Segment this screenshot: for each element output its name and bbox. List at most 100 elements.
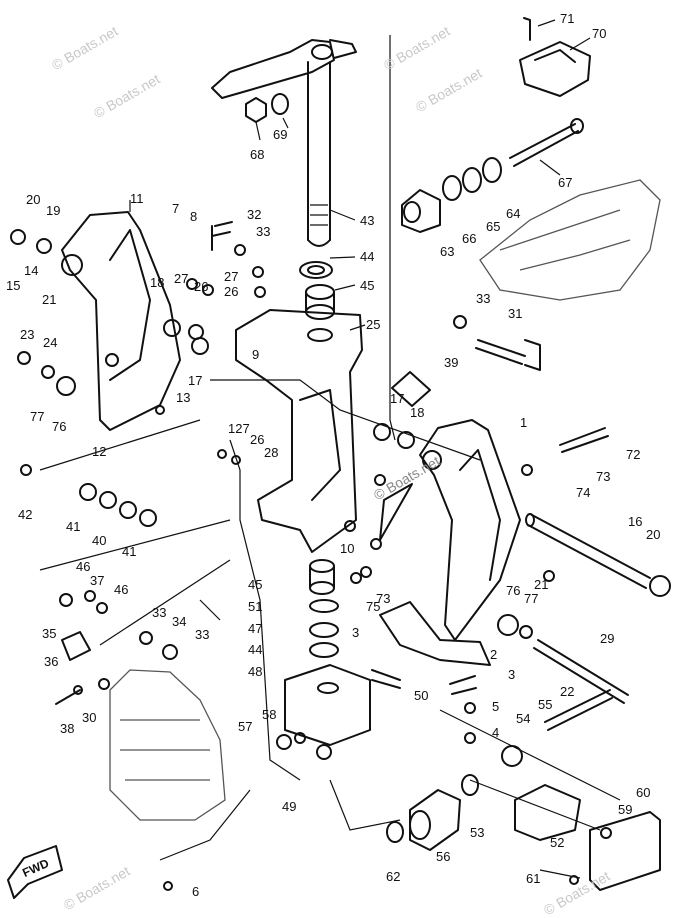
part-label-37: 46	[76, 559, 91, 574]
part-label-33: 33	[256, 224, 271, 239]
part-label-44b: 44	[248, 642, 263, 657]
part-label-21b: 21	[534, 577, 549, 592]
part-label-31: 31	[508, 306, 523, 321]
part-label-67: 67	[558, 175, 573, 190]
part-label-34: 35	[42, 626, 57, 641]
part-label-27b: 27	[224, 269, 239, 284]
clamp-bracket-left	[61, 211, 181, 431]
part-label-44: 44	[360, 249, 375, 264]
part-label-66: 66	[462, 231, 477, 246]
part-label-48: 48	[248, 664, 263, 679]
part-label-20: 20	[26, 192, 41, 207]
part-label-41b: 41	[122, 544, 137, 559]
part-label-39: 39	[444, 355, 459, 370]
part-label-70: 70	[592, 26, 607, 41]
washer-44	[299, 261, 333, 279]
part-label-33d: 33	[195, 627, 210, 642]
part-label-72: 72	[626, 447, 641, 462]
washer-69	[271, 93, 289, 115]
part-label-58: 58	[262, 707, 277, 722]
part-label-14: 14	[24, 263, 39, 278]
part-label-42: 42	[18, 507, 33, 522]
part-label-23: 23	[20, 327, 35, 342]
part-label-27: 27	[174, 271, 189, 286]
part-label-74: 74	[576, 485, 591, 500]
part-label-26b: 26	[224, 284, 239, 299]
part-label-2: 2	[490, 647, 498, 662]
part-label-60: 59	[618, 802, 633, 817]
part-label-65: 65	[486, 219, 501, 234]
part-label-32: 32	[247, 207, 262, 222]
steering-shaft	[307, 61, 331, 247]
washer-44-lower	[309, 642, 339, 658]
part-label-76: 76	[52, 419, 67, 434]
washer-47	[309, 622, 339, 638]
part-label-5: 5	[492, 699, 500, 714]
part-label-69: 69	[273, 127, 288, 142]
small-parts	[10, 229, 612, 891]
part-label-9: 9	[252, 347, 260, 362]
part-label-26: 26	[194, 279, 209, 294]
nut-68	[245, 97, 267, 123]
part-label-20b: 20	[646, 527, 661, 542]
part-label-57: 57	[238, 719, 253, 734]
part-label-17: 17	[188, 373, 203, 388]
part-label-51: 56	[436, 849, 451, 864]
part-label-29: 30	[82, 710, 97, 725]
mount-70	[519, 41, 591, 97]
washer-64	[482, 157, 502, 183]
part-label-17b: 17	[390, 391, 405, 406]
part-label-16: 16	[628, 514, 643, 529]
part-label-40: 40	[92, 533, 107, 548]
part-label-6: 6	[192, 884, 200, 899]
part-label-3b: 3	[508, 667, 516, 682]
part-label-53: 54	[516, 711, 531, 726]
part-label-61: 60	[636, 785, 651, 800]
part-label-15: 15	[6, 278, 21, 293]
part-label-63: 63	[440, 244, 455, 259]
part-label-36: 34	[172, 614, 187, 629]
part-label-77b: 77	[524, 591, 539, 606]
part-label-77: 77	[30, 409, 45, 424]
part-label-3: 3	[352, 625, 360, 640]
part-label-64: 64	[506, 206, 521, 221]
part-label-73b: 73	[376, 591, 391, 606]
part-label-76b: 76	[506, 583, 521, 598]
part-label-71: 71	[560, 11, 575, 26]
part-label-35: 37	[90, 573, 105, 588]
part-label-4: 4	[492, 725, 500, 740]
part-label-47: 47	[248, 621, 263, 636]
part-label-68: 68	[250, 147, 265, 162]
part-label-52: 53	[470, 825, 485, 840]
part-label-25: 25	[366, 317, 381, 332]
pins-and-bolts	[55, 221, 613, 731]
washer-52	[461, 774, 479, 796]
part-label-46: 51	[248, 599, 263, 614]
part-label-56: 62	[386, 869, 401, 884]
part-label-7: 7	[172, 201, 180, 216]
part-label-21: 21	[42, 292, 57, 307]
bolt-71	[523, 17, 531, 41]
part-label-18: 18	[150, 275, 165, 290]
lower-mount-48	[284, 664, 371, 746]
fwd-arrow	[7, 845, 63, 899]
part-label-62: 61	[526, 871, 541, 886]
mount-51	[409, 789, 461, 851]
tilt-tube	[525, 513, 651, 589]
part-label-37b: 46	[114, 582, 129, 597]
nut-20-right	[649, 575, 671, 597]
part-label-55: 22	[560, 684, 575, 699]
part-label-28: 28	[264, 445, 279, 460]
part-label-49: 49	[282, 799, 297, 814]
cover-61	[589, 811, 661, 891]
part-label-73: 73	[596, 469, 611, 484]
part-label-19: 19	[46, 203, 61, 218]
washer-56	[386, 821, 404, 843]
part-label-41: 41	[66, 519, 81, 534]
clamp-bracket-right	[419, 419, 521, 641]
part-label-8: 8	[190, 209, 198, 224]
lower-case	[479, 179, 661, 301]
part-label-1: 1	[520, 415, 528, 430]
part-label-54: 55	[538, 697, 553, 712]
